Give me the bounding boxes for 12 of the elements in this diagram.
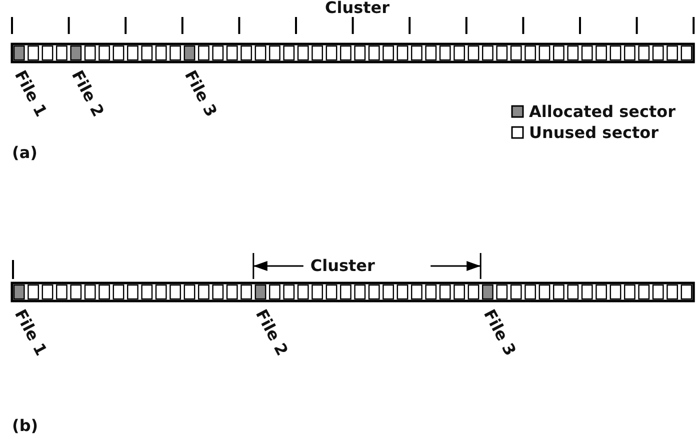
file-label: File 3 (480, 307, 518, 358)
cluster-label: Cluster (310, 258, 375, 274)
file-label: File 3 (182, 68, 220, 120)
cluster-label: Cluster (325, 0, 390, 16)
file-label: File 1 (12, 68, 50, 120)
legend-label: Unused sector (529, 125, 659, 141)
panel-label: (b) (12, 418, 38, 434)
file-label: File 1 (12, 307, 50, 358)
panel-label: (a) (12, 145, 38, 161)
file-label: File 2 (68, 68, 106, 120)
legend-label: Allocated sector (529, 104, 676, 120)
file-label: File 2 (253, 307, 291, 358)
